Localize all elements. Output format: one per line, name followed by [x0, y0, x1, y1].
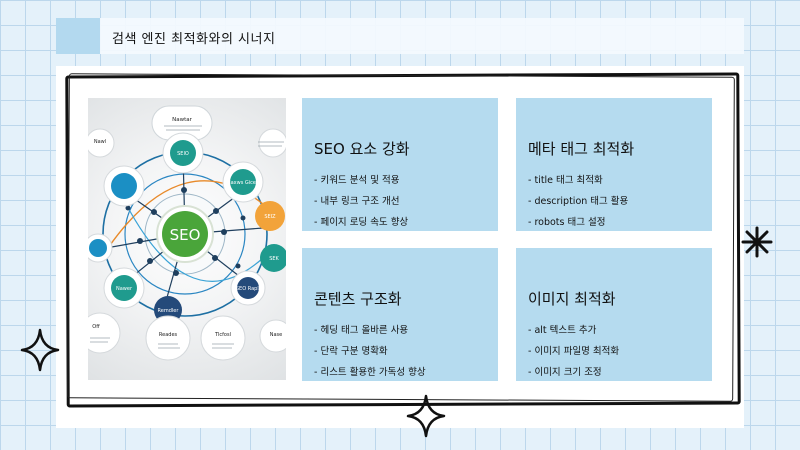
node-label-naxws: Naxws Gicen — [227, 180, 259, 186]
node-label-remdler: Remdler — [158, 308, 180, 314]
node-label-nawer: Nawer — [116, 286, 133, 292]
list-item: 리스트 활용한 가독성 향상 — [314, 362, 425, 383]
card-heading: 이미지 최적화 — [528, 290, 616, 308]
spoke-dots — [125, 187, 246, 276]
list-item: description 태그 활용 — [528, 191, 628, 212]
node-label-seio: SEIO — [177, 151, 189, 157]
card-list: 키워드 분석 및 적용 내부 링크 구조 개선 페이지 로딩 속도 향상 — [314, 170, 408, 233]
card-heading: SEO 요소 강화 — [314, 140, 410, 158]
list-item: 이미지 파일명 최적화 — [528, 341, 619, 362]
outer-nodes — [88, 128, 286, 361]
center-node — [162, 211, 208, 257]
node-label-off: Off — [92, 324, 100, 330]
node-label-reades: Reades — [159, 332, 178, 338]
filler-text-lines — [90, 125, 284, 349]
list-item: 페이지 로딩 속도 향상 — [314, 212, 408, 233]
list-item: 키워드 분석 및 적용 — [314, 170, 408, 191]
title-bar — [56, 18, 744, 54]
node-label-rapli: SEO Rapli — [236, 286, 260, 292]
list-item: 내부 링크 구조 개선 — [314, 191, 408, 212]
slide-title: 검색 엔진 최적화와의 시너지 — [112, 32, 276, 47]
middle-ring — [124, 173, 246, 295]
seo-diagram-image: SEO SEIO Nawtar Naxws Gicen SEIZ SEK SEO… — [88, 98, 286, 380]
node-label-tlcfosl: Tlcfosl — [214, 332, 231, 338]
card-heading: 콘텐츠 구조화 — [314, 290, 402, 308]
card-heading: 메타 태그 최적화 — [528, 140, 635, 158]
list-item: title 태그 최적화 — [528, 170, 628, 191]
card-image-optimization: 이미지 최적화 alt 텍스트 추가 이미지 파일명 최적화 이미지 크기 조정 — [516, 248, 712, 381]
asterisk-doodle-icon — [741, 226, 773, 258]
title-accent-swatch — [56, 18, 100, 54]
node-label-nase: Nase — [270, 332, 283, 338]
list-item: alt 텍스트 추가 — [528, 320, 619, 341]
card-list: alt 텍스트 추가 이미지 파일명 최적화 이미지 크기 조정 — [528, 320, 619, 383]
center-node-label: SEO — [170, 226, 201, 244]
node-label-nawl: Nawl — [94, 139, 106, 145]
card-content-structure: 콘텐츠 구조화 헤딩 태그 올바른 사용 단락 구분 명확화 리스트 활용한 가… — [302, 248, 498, 381]
node-sub-nawtar: Nawtar — [172, 117, 193, 123]
card-seo-elements: SEO 요소 강화 키워드 분석 및 적용 내부 링크 구조 개선 페이지 로딩… — [302, 98, 498, 231]
list-item: 헤딩 태그 올바른 사용 — [314, 320, 426, 341]
seo-diagram-svg: SEO SEIO Nawtar Naxws Gicen SEIZ SEK SEO… — [88, 105, 286, 361]
list-item: 이미지 크기 조정 — [528, 362, 619, 383]
list-item: 단락 구분 명확화 — [314, 341, 426, 362]
list-item: robots 태그 설정 — [528, 212, 628, 233]
sparkle-icon — [406, 394, 446, 438]
card-meta-tags: 메타 태그 최적화 title 태그 최적화 description 태그 활용… — [516, 98, 712, 231]
sparkle-icon — [20, 328, 60, 372]
node-label-sek: SEK — [269, 256, 279, 262]
card-list: 헤딩 태그 올바른 사용 단락 구분 명확화 리스트 활용한 가독성 향상 — [314, 320, 426, 383]
card-list: title 태그 최적화 description 태그 활용 robots 태그… — [528, 170, 628, 233]
node-label-seiz: SEIZ — [264, 214, 276, 220]
